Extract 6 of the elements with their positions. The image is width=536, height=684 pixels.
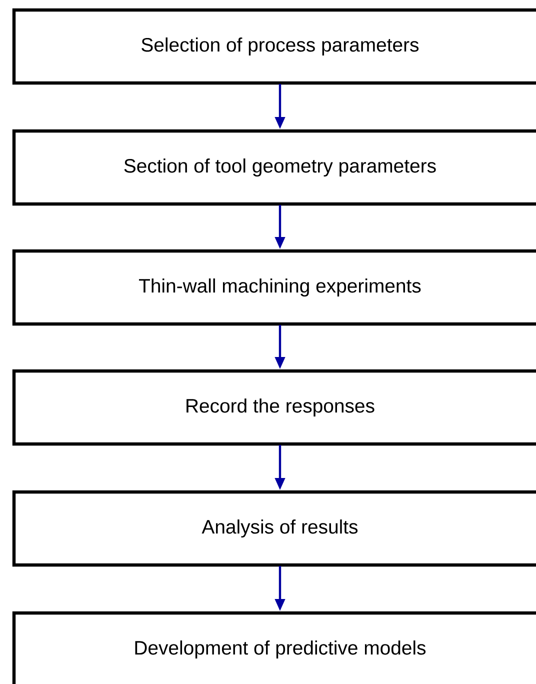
- process-box: Record the responses: [12, 369, 536, 446]
- process-box: Development of predictive models: [12, 611, 536, 684]
- process-box: Thin-wall machining experiments: [12, 249, 536, 326]
- process-box: Selection of process parameters: [12, 8, 536, 85]
- process-box: Section of tool geometry parameters: [12, 129, 536, 206]
- process-box: Analysis of results: [12, 490, 536, 567]
